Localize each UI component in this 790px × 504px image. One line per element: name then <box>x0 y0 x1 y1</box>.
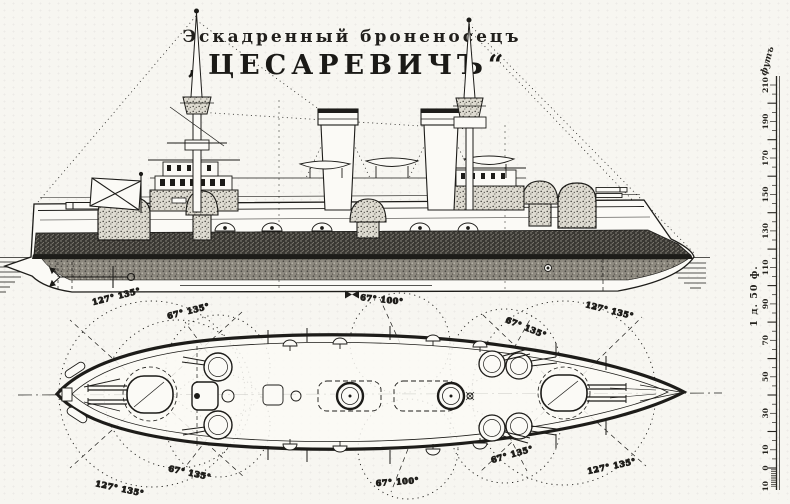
plan-aft-sixinch-turrets <box>478 348 558 444</box>
firing-arc-angle-label: 127° 135° <box>586 456 637 476</box>
stern-lines <box>639 384 681 402</box>
ruler-tick-label: 170 <box>761 150 770 166</box>
anchor <box>49 266 136 288</box>
ruler-tick-label: 0 <box>761 465 770 470</box>
casemate-ports <box>214 222 552 272</box>
boot-top <box>32 254 693 259</box>
ruler-tick-label: 10 <box>761 481 770 491</box>
ruler-tick-label: 30 <box>761 408 770 418</box>
ruler-unit-label: футъ <box>759 45 776 77</box>
ruler-tick-label: 190 <box>761 114 770 130</box>
ruler-tick-label: 110 <box>761 260 770 276</box>
ruler-tick-label: 50 <box>761 372 770 382</box>
aft-bridge <box>450 167 526 211</box>
naval-jack-flag <box>89 171 144 213</box>
ruler-tick-label: 130 <box>761 223 770 239</box>
davits-bottom <box>267 421 607 464</box>
deck-plan-view: 127° 135° 67° 135° 67° 100° 67° 135° 127° 13… <box>17 285 723 500</box>
ship-name: „ЦЕСАРЕВИЧЪ“ <box>188 50 509 81</box>
page-title: Эскадренный броненосецъ <box>182 27 521 47</box>
rigging-stays <box>37 15 696 255</box>
plan-fore-sixinch-turrets <box>181 352 233 440</box>
firing-arc-angle-label: 67° 135° <box>504 315 548 341</box>
plan-aft-main-turret <box>537 366 657 420</box>
mainmast <box>453 17 487 211</box>
foremast <box>167 8 227 213</box>
firing-arc-angle-label: 127° 135° <box>585 299 636 321</box>
plan-fore-main-turret <box>87 366 178 422</box>
plan-funnels <box>335 381 475 411</box>
funnel-2 <box>420 108 462 211</box>
aft-main-turret <box>557 182 628 229</box>
ruler-tick-label: 90 <box>761 299 770 309</box>
scale-ruler: 210 190 170 150 130 110 90 70 50 30 10 0 10 футъ 1 д… <box>749 45 780 491</box>
boat-chocks <box>282 334 488 456</box>
firing-arc-angle-label: 67° 135° <box>490 443 534 465</box>
firing-arc-angle-label: 67° 100° <box>360 292 404 306</box>
ship-boats <box>298 155 516 178</box>
ruler-tick-label: 10 <box>761 445 770 455</box>
ruler-tick-label: 150 <box>761 187 770 203</box>
firing-arc-angle-label: 67° 135° <box>168 463 213 482</box>
ruler-scale-label: 1 д. 50 ф. <box>749 265 760 326</box>
ruler-tick-label: 70 <box>761 335 770 345</box>
plan-conning-tower <box>191 346 235 446</box>
firing-arc-angle-label: 67° 100° <box>375 475 419 488</box>
davits-top <box>267 326 607 370</box>
draft-mark <box>345 290 359 299</box>
side-elevation-view <box>0 8 710 299</box>
title-block: Эскадренный броненосецъ „ЦЕСАРЕВИЧЪ“ <box>182 27 521 81</box>
funnel-1 <box>317 108 359 211</box>
ruler-tick-label: 210 <box>761 77 770 93</box>
firing-arc-angle-label: 127° 135° <box>95 478 146 498</box>
lower-strake <box>41 258 689 281</box>
